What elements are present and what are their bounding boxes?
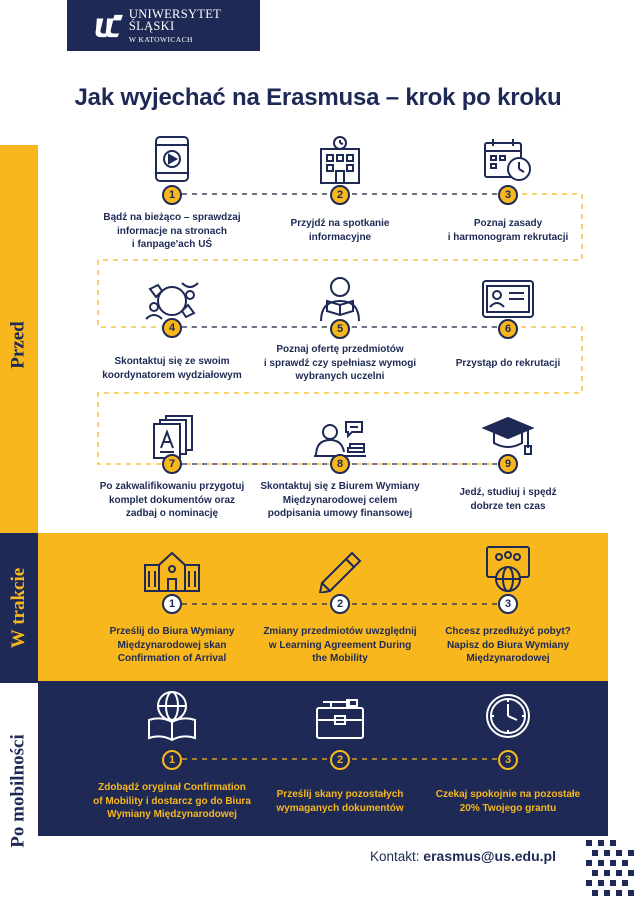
before-step-2: 2 Przyjdź na spotkanie informacyjne <box>245 135 435 255</box>
step-label: Zdobądź oryginał Confirmation of Mobilit… <box>93 782 251 820</box>
before-step-7: 7 Po zakwalifikowaniu przygotuj komplet … <box>77 410 267 530</box>
step-number: 6 <box>498 319 518 339</box>
graduation-cap-icon <box>481 416 535 455</box>
logo-title: UNIWERSYTET ŚLĄSKI <box>128 6 221 34</box>
step-number: 9 <box>498 454 518 474</box>
section-tab-before: Przed <box>0 145 38 545</box>
step-number: 2 <box>330 185 350 205</box>
reader-icon <box>320 277 360 322</box>
step-number: 1 <box>162 594 182 614</box>
section-tab-after: Po mobilności <box>0 683 38 898</box>
calendar-clock-icon <box>484 139 531 181</box>
step-label: Po zakwalifikowaniu przygotuj komplet do… <box>99 481 245 519</box>
pencil-icon <box>318 551 362 593</box>
step-label: Poznaj ofertę przedmiotów i sprawdź czy … <box>263 344 417 382</box>
page-title: Jak wyjechać na Erasmusa – krok po kroku <box>74 84 562 111</box>
after-step-2: 2 Prześlij skany pozostałych wymaganych … <box>245 690 435 830</box>
before-step-1: 1 Bądź na bieżąco – sprawdzaj informacje… <box>77 135 267 255</box>
university-building-icon <box>144 551 200 592</box>
after-step-3: 3 Czekaj spokojnie na pozostałe 20% Twoj… <box>413 690 603 830</box>
step-label: Prześlij skany pozostałych wymaganych do… <box>276 789 404 814</box>
step-number: 2 <box>330 750 350 770</box>
section-tab-during: W trakcie <box>0 533 38 683</box>
globe-screen-icon <box>486 546 530 592</box>
step-label: Jedź, studiuj i spędź dobrze ten czas <box>459 487 557 512</box>
step-label: Poznaj zasady i harmonogram rekrutacji <box>447 218 569 243</box>
step-number: 3 <box>498 594 518 614</box>
logo-mark-icon <box>95 14 123 37</box>
clock-icon <box>486 694 530 738</box>
contact-line: Kontakt: erasmus@us.edu.pl <box>370 848 556 864</box>
book-globe-icon <box>148 691 196 742</box>
step-label: Skontaktuj się z Biurem Wymiany Międzyna… <box>260 481 420 519</box>
step-label: Przyjdź na spotkanie informacyjne <box>290 218 390 243</box>
step-number: 1 <box>162 750 182 770</box>
step-number: 7 <box>162 454 182 474</box>
step-label: Bądź na bieżąco – sprawdzaj informacje n… <box>103 212 241 250</box>
after-step-1: 1 Zdobądź oryginał Confirmation of Mobil… <box>77 690 267 830</box>
step-number: 3 <box>498 750 518 770</box>
before-step-9: 9 Jedź, studiuj i spędź dobrze ten czas <box>413 410 603 530</box>
logo-subtitle: W KATOWICACH <box>128 34 193 44</box>
step-number: 8 <box>330 454 350 474</box>
during-step-3: 3 Chcesz przedłużyć pobyt? Napisz do Biu… <box>413 545 603 675</box>
step-number: 1 <box>162 185 182 205</box>
during-step-2: 2 Zmiany przedmiotów uwzględnij w Learni… <box>245 545 435 675</box>
briefcase-icon <box>316 699 364 739</box>
before-step-5: 5 Poznaj ofertę przedmiotów i sprawdź cz… <box>245 275 435 395</box>
person-desk-icon <box>314 421 366 457</box>
step-label: Przystąp do rekrutacji <box>455 358 561 369</box>
before-step-6: 6 Przystąp do rekrutacji <box>413 275 603 395</box>
building-icon <box>320 136 360 184</box>
step-label: Czekaj spokojnie na pozostałe 20% Twojeg… <box>435 789 581 814</box>
university-logo: UNIWERSYTET ŚLĄSKI W KATOWICACH <box>67 0 260 51</box>
contact-email-link[interactable]: erasmus@us.edu.pl <box>423 848 556 864</box>
contact-prefix: Kontakt: <box>370 849 420 864</box>
step-label: Chcesz przedłużyć pobyt? Napisz do Biura… <box>445 626 571 664</box>
step-number: 3 <box>498 185 518 205</box>
people-exchange-icon <box>145 282 199 320</box>
step-label: Zmiany przedmiotów uwzględnij w Learning… <box>263 626 417 664</box>
step-number: 5 <box>330 319 350 339</box>
decorative-dot-pattern <box>586 840 634 896</box>
step-label: Prześlij do Biura Wymiany Międzynarodowe… <box>109 626 235 664</box>
step-number: 2 <box>330 594 350 614</box>
id-card-icon <box>482 280 534 318</box>
step-number: 4 <box>162 318 182 338</box>
before-step-8: 8 Skontaktuj się z Biurem Wymiany Między… <box>245 410 435 530</box>
before-step-4: 4 Skontaktuj się ze swoim koordynatorem … <box>77 275 267 395</box>
during-step-1: 1 Prześlij do Biura Wymiany Międzynarodo… <box>77 545 267 675</box>
step-label: Skontaktuj się ze swoim koordynatorem wy… <box>102 356 242 381</box>
before-step-3: 3 Poznaj zasady i harmonogram rekrutacji <box>413 135 603 255</box>
tablet-video-icon <box>155 136 189 182</box>
